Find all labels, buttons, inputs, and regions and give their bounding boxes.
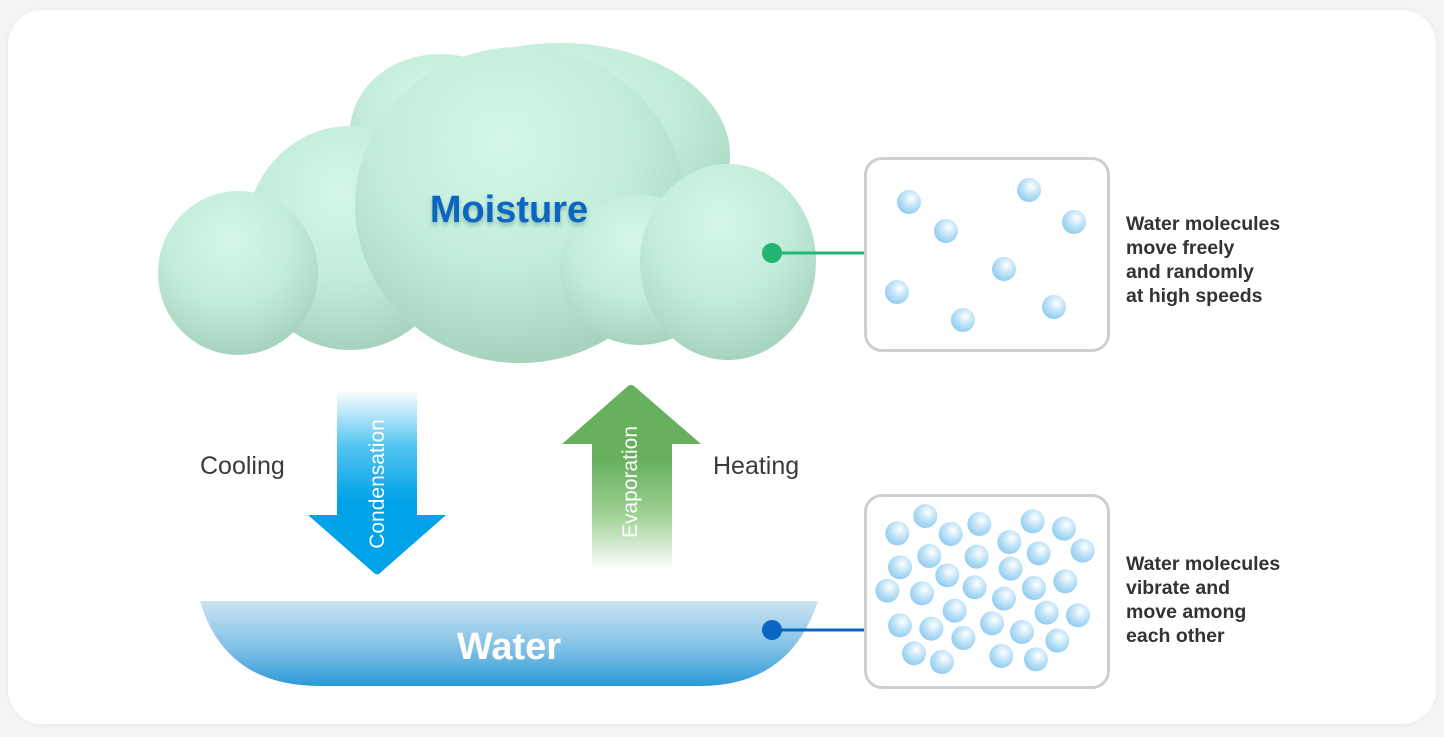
evaporation-arrow [562, 385, 701, 570]
water-pool [200, 601, 818, 686]
water-molecule [1017, 178, 1041, 202]
water-molecule [998, 556, 1023, 581]
liquid-description: Water molecules vibrate and move among e… [1126, 552, 1346, 648]
water-molecule [1020, 509, 1045, 534]
water-molecule [885, 521, 910, 546]
water-molecule [1042, 295, 1066, 319]
water-molecule [1045, 628, 1070, 653]
desc-line: vibrate and [1126, 577, 1231, 599]
water-molecule [1022, 576, 1046, 600]
cooling-label: Cooling [200, 452, 285, 480]
water-molecule [1024, 647, 1048, 672]
water-molecule [1026, 541, 1051, 566]
water-molecule [875, 578, 900, 603]
desc-line: and randomly [1126, 261, 1254, 283]
water-label: Water [457, 626, 561, 668]
water-molecule [1070, 538, 1095, 563]
gas-connector-dot [762, 243, 782, 263]
desc-line: move among [1126, 601, 1247, 623]
liquid-connector-dot [762, 620, 782, 640]
water-molecule [1053, 569, 1078, 594]
water-molecule [1010, 620, 1034, 644]
water-molecule [888, 613, 912, 638]
evaporation-label: Evaporation [619, 426, 642, 538]
moisture-label: Moisture [430, 189, 588, 231]
water-molecule [888, 555, 912, 580]
water-molecule [989, 644, 1014, 668]
desc-line: move freely [1126, 237, 1235, 259]
water-molecule [962, 575, 987, 600]
water-molecule [1034, 600, 1059, 625]
water-molecule [897, 190, 921, 214]
gas-molecules-box [864, 157, 1110, 352]
gas-description: Water molecules move freely and randomly… [1126, 212, 1346, 308]
water-molecule [997, 530, 1022, 554]
desc-line: Water molecules [1126, 553, 1281, 575]
condensation-label: Condensation [366, 419, 389, 549]
water-molecule [942, 598, 967, 623]
water-molecule [934, 219, 958, 243]
water-molecule [1062, 210, 1086, 234]
water-molecule [938, 522, 963, 546]
water-molecule [910, 581, 934, 606]
water-molecule [919, 616, 944, 641]
water-molecule [980, 611, 1004, 636]
cloud-shape [158, 43, 816, 363]
water-molecule [1066, 603, 1090, 628]
water-molecule [967, 512, 992, 536]
water-molecule [951, 308, 975, 332]
water-molecule [917, 544, 942, 568]
water-molecule [913, 504, 938, 528]
water-molecule [930, 650, 954, 674]
desc-line: Water molecules [1126, 213, 1281, 235]
water-molecule [902, 641, 926, 666]
water-molecule [951, 626, 976, 650]
desc-line: at high speeds [1126, 285, 1263, 307]
molecules-group [875, 178, 1095, 674]
condensation-arrow [308, 390, 446, 575]
water-molecule [964, 544, 989, 569]
water-molecule [885, 280, 909, 304]
water-molecule [992, 257, 1016, 281]
desc-line: each other [1126, 625, 1225, 647]
water-molecule [1052, 516, 1076, 541]
water-molecule [935, 563, 960, 588]
water-molecule [992, 586, 1016, 611]
heating-label: Heating [713, 452, 800, 480]
